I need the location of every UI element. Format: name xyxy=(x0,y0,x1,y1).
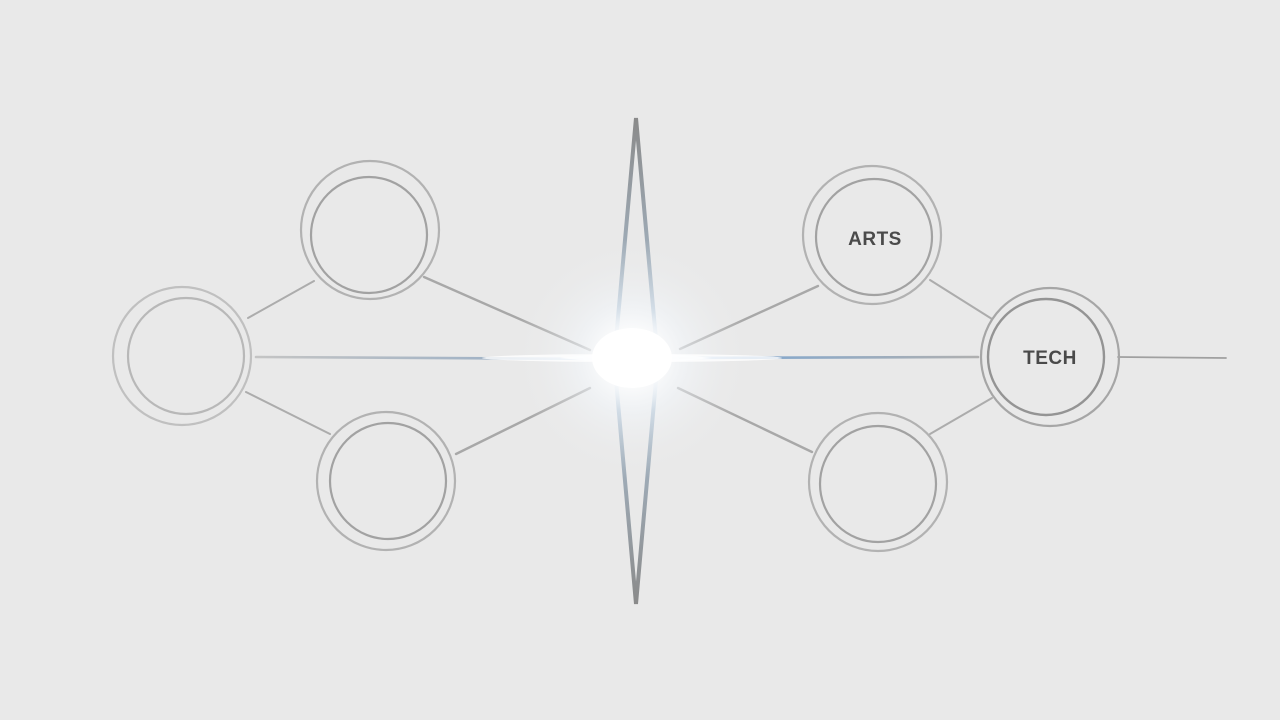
node-inner-ring xyxy=(309,175,429,295)
center-star xyxy=(482,117,782,605)
node-inner-ring xyxy=(814,177,934,297)
node-left-bottom xyxy=(315,410,457,552)
connector-left-top-to-left-middle xyxy=(247,280,315,319)
node-outer-ring xyxy=(315,410,457,552)
node-outer-ring xyxy=(801,164,943,306)
node-outer-ring xyxy=(979,286,1121,428)
flare-streak xyxy=(482,354,782,362)
connector-left-bottom-to-left-middle xyxy=(245,391,331,435)
node-right-middle: TECH xyxy=(979,286,1121,428)
node-left-top xyxy=(299,159,441,301)
node-right-top: ARTS xyxy=(801,164,943,306)
connector-right-bottom-to-right-middle xyxy=(929,397,993,435)
node-left-middle xyxy=(111,285,253,427)
node-inner-ring xyxy=(328,421,448,541)
node-label-tech: TECH xyxy=(1023,348,1077,369)
node-outer-ring xyxy=(111,285,253,427)
connector-right-tail xyxy=(1117,356,1227,359)
connector-right-top-to-right-middle xyxy=(929,279,993,320)
node-outer-ring xyxy=(299,159,441,301)
node-inner-ring xyxy=(818,424,938,544)
node-outer-ring xyxy=(807,411,949,553)
node-label-arts: ARTS xyxy=(848,229,902,250)
node-right-bottom xyxy=(807,411,949,553)
node-inner-ring xyxy=(986,297,1106,417)
node-inner-ring xyxy=(126,296,246,416)
